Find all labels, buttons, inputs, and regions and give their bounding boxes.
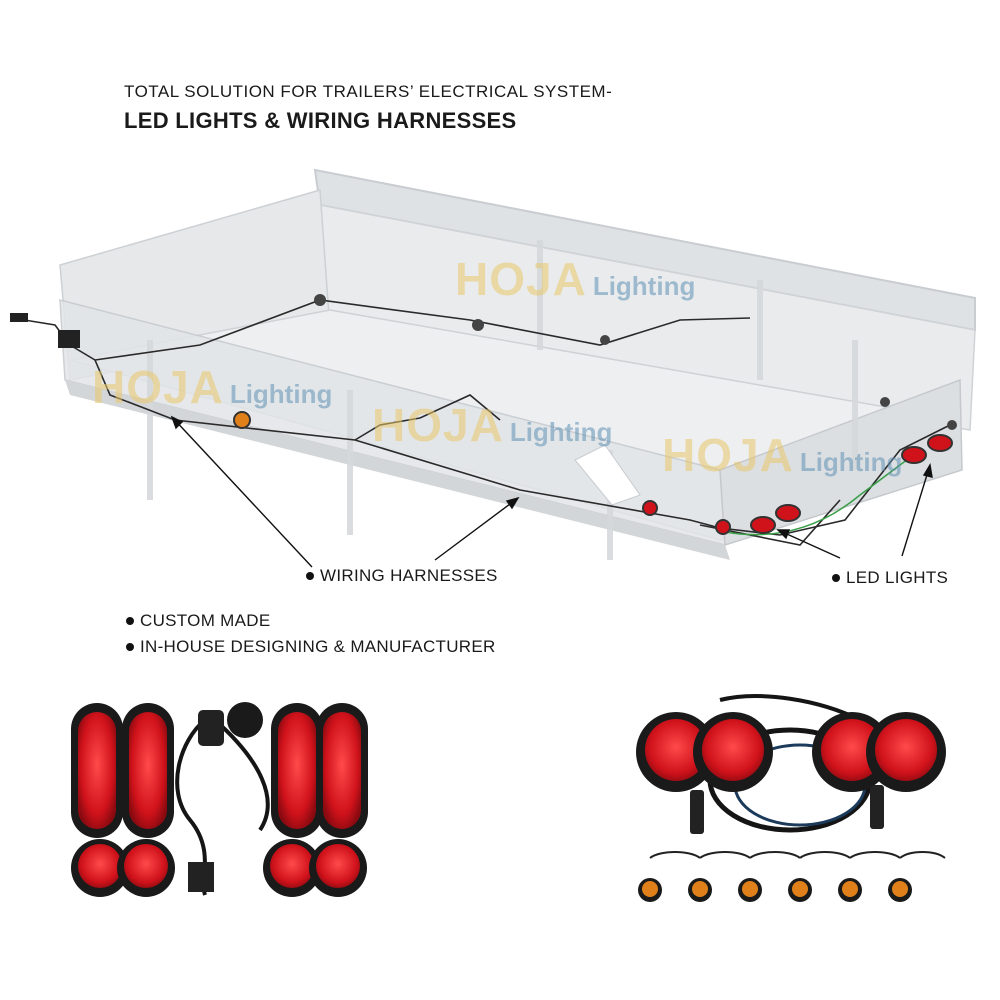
amber-marker-light-icon (838, 878, 862, 902)
round-led-light-icon (71, 839, 129, 897)
round-led-light-icon (309, 839, 367, 897)
round-led-light-icon (263, 839, 321, 897)
junction-box (58, 330, 80, 348)
oval-led-light-icon (122, 703, 174, 838)
round-led-light-icon (693, 712, 773, 792)
oval-led-light-icon (316, 703, 368, 838)
amber-marker-light-icon (788, 878, 812, 902)
amber-marker-light-icon (688, 878, 712, 902)
harness-grommets (314, 294, 957, 430)
round-led-light-icon (866, 712, 946, 792)
amber-marker-light-icon (738, 878, 762, 902)
marker-wires (649, 851, 946, 859)
feature-custom-made: CUSTOM MADE (126, 611, 271, 631)
round-led-light-icon (117, 839, 175, 897)
oval-led-light-icon (71, 703, 123, 838)
amber-marker-light-icon (638, 878, 662, 902)
trailer-underside (65, 380, 730, 560)
connector-plug-icon (198, 710, 224, 746)
feature-in-house: IN-HOUSE DESIGNING & MANUFACTURER (126, 637, 496, 657)
header-subtitle: TOTAL SOLUTION FOR TRAILERS’ ELECTRICAL … (124, 82, 613, 101)
bullet-icon (126, 642, 134, 651)
trailer-ramp-panel (574, 444, 641, 506)
bullet-icon (306, 571, 314, 580)
round-led-light-icon (636, 712, 716, 792)
amber-marker-light-icon (888, 878, 912, 902)
connector-plug-icon (690, 790, 704, 834)
connector-plug-icon (227, 702, 263, 738)
led-lights-callout: LED LIGHTS (832, 568, 948, 588)
oval-led-light-icon (271, 703, 323, 838)
bullet-icon (832, 573, 840, 582)
wiring-harnesses-callout: WIRING HARNESSES (306, 566, 498, 586)
trailer-led-lights (233, 411, 953, 535)
ground-wire (724, 449, 921, 536)
bullet-icon (126, 616, 134, 625)
connector-plug-icon (10, 313, 28, 322)
connector-plug-icon (188, 862, 214, 892)
connector-plug-icon (870, 785, 884, 829)
header-title: LED LIGHTS & WIRING HARNESSES (124, 108, 517, 133)
callout-pointers (170, 415, 933, 568)
